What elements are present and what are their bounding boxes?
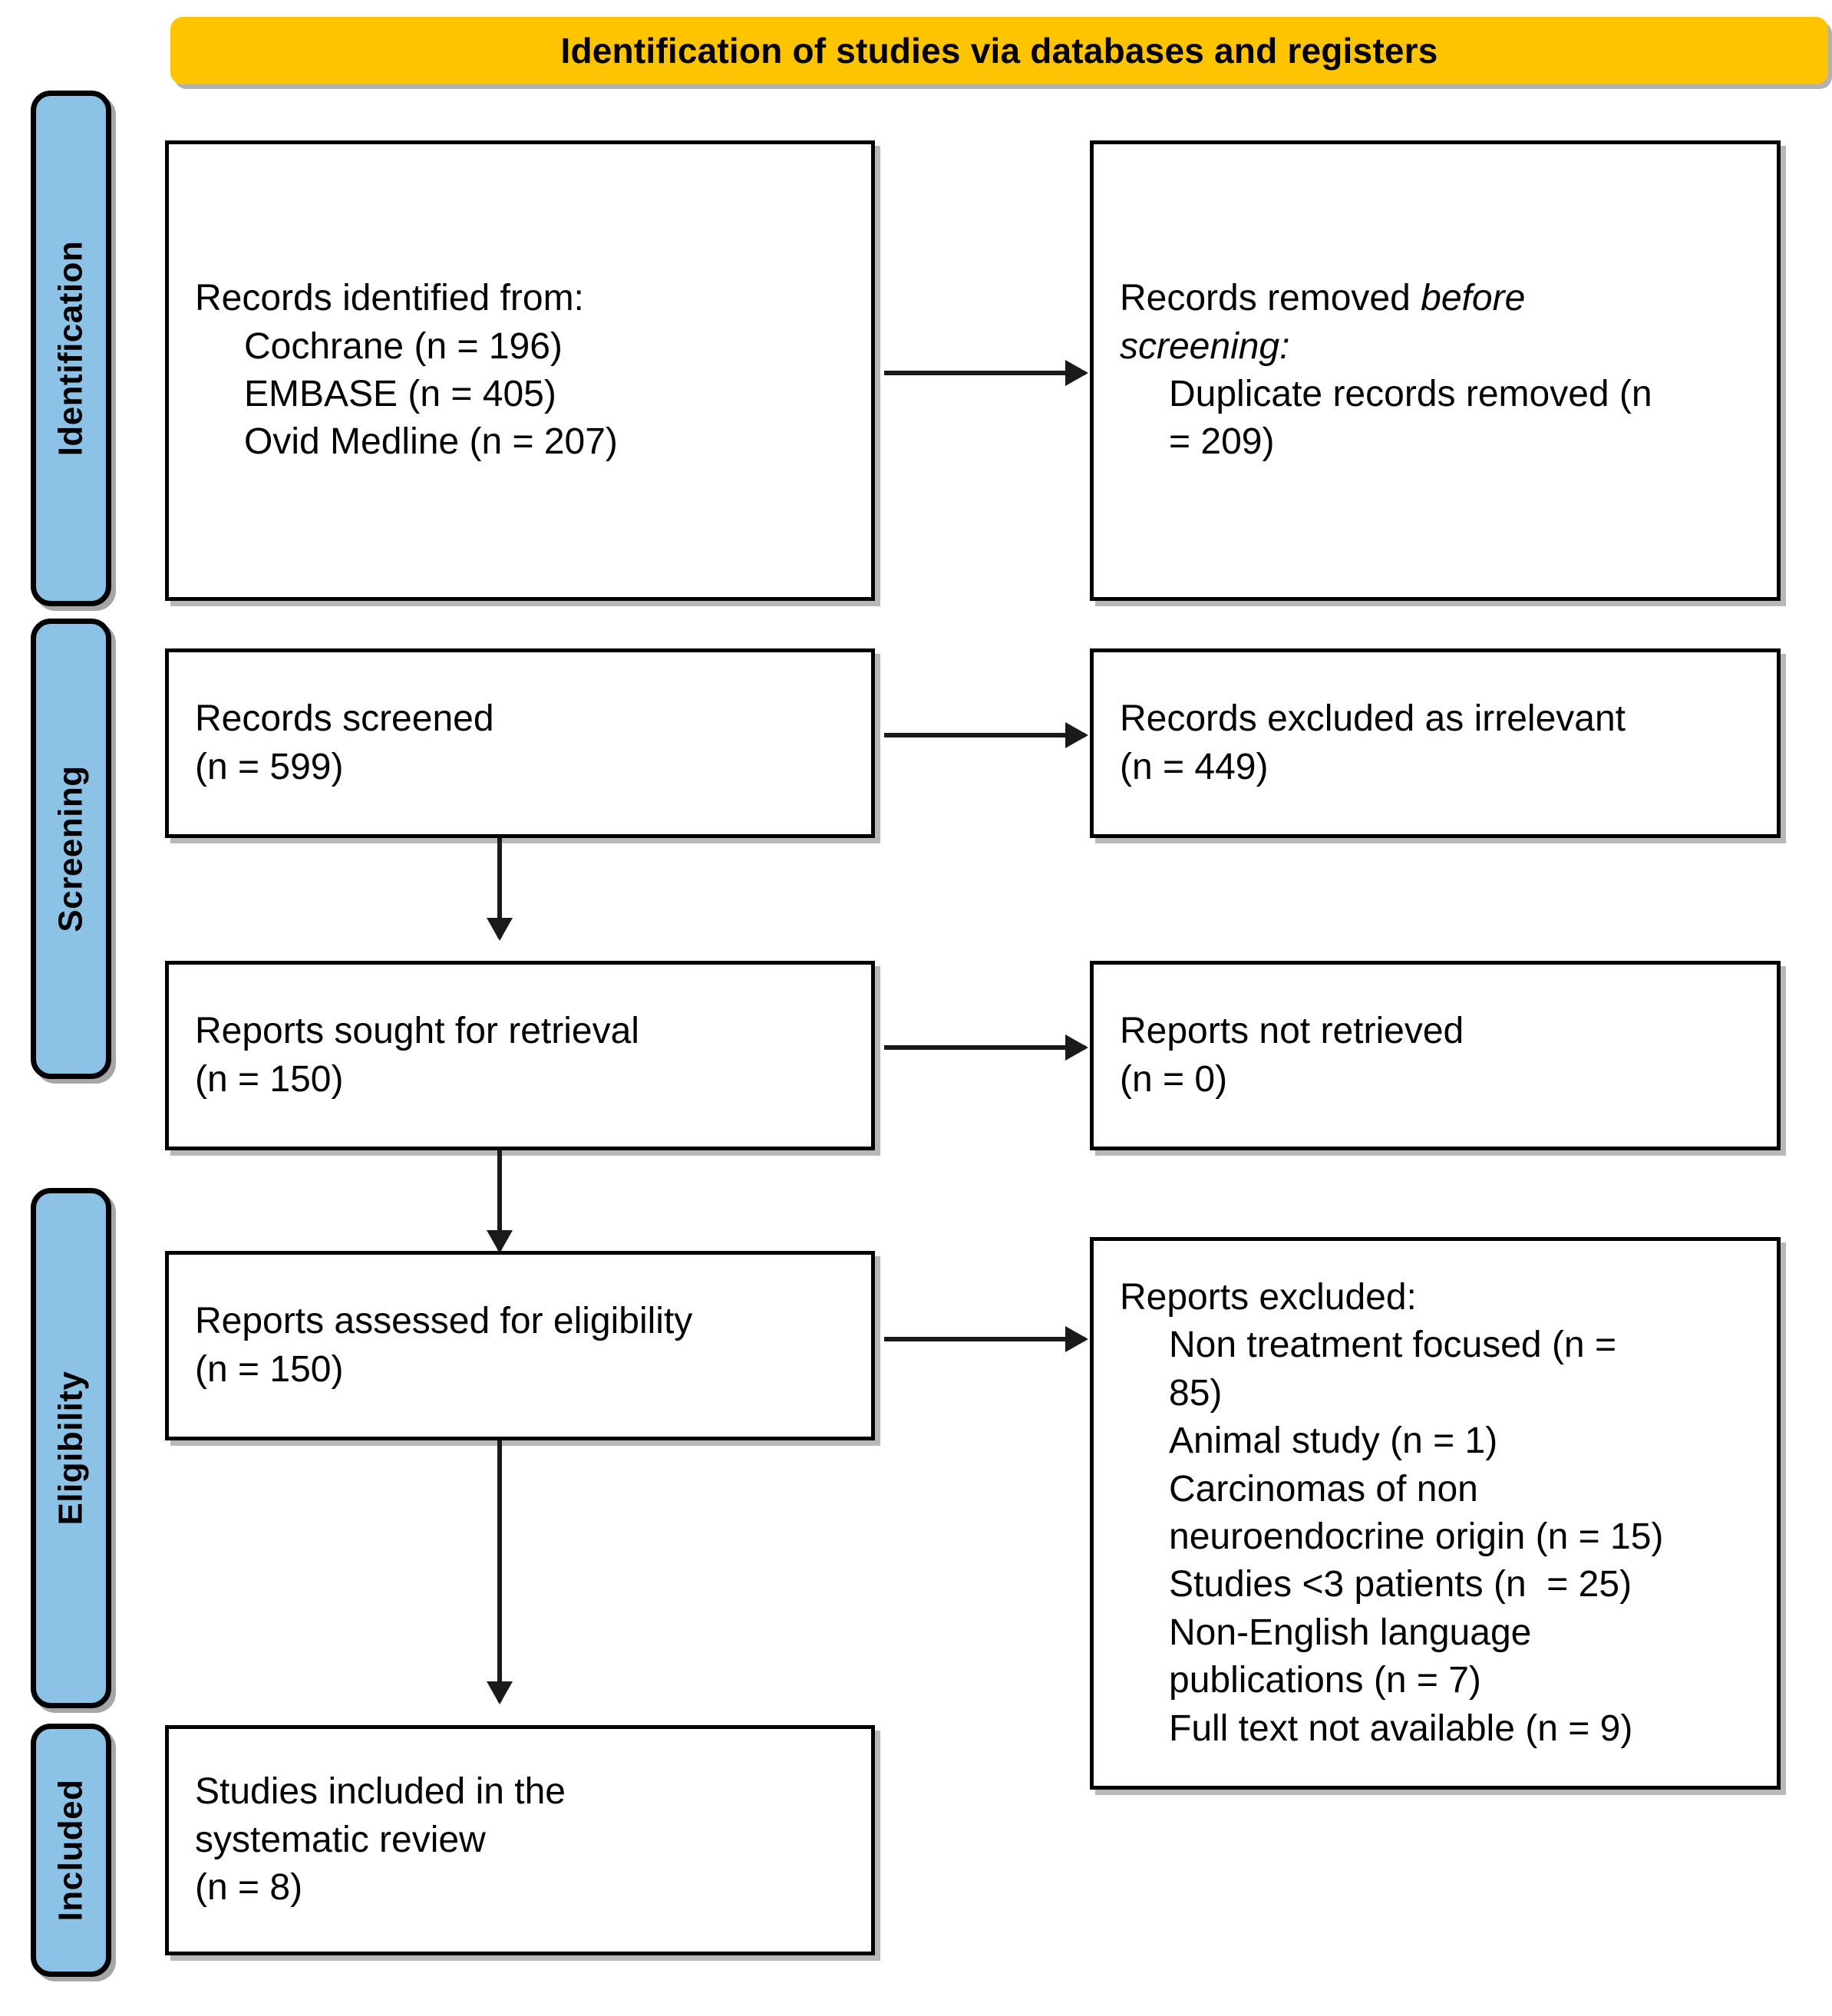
reports-excluded-line-10: Full text not available (n = 9) [1169, 1707, 1633, 1749]
records-excluded-line-2: (n = 449) [1120, 746, 1269, 787]
reports-not-retrieved-line-2: (n = 0) [1120, 1058, 1228, 1100]
box-records-screened: Records screened (n = 599) [165, 648, 875, 838]
stage-label-identification: Identification [51, 240, 90, 457]
stage-block-eligibility: Eligibility [31, 1188, 111, 1708]
arrow-assessed-to-excluded [884, 1337, 1085, 1341]
box-records-identified: Records identified from: Cochrane (n = 1… [165, 140, 875, 601]
box-records-excluded-irrelevant: Records excluded as irrelevant (n = 449) [1090, 648, 1781, 838]
records-identified-line-3: EMBASE (n = 405) [244, 374, 556, 414]
arrow-identified-to-removed [884, 371, 1085, 375]
records-removed-head-normal: Records removed [1120, 278, 1421, 319]
reports-assessed-line-2: (n = 150) [195, 1348, 344, 1390]
diagram-header-banner: Identification of studies via databases … [170, 17, 1828, 84]
records-removed-line-2: screening: [1120, 325, 1290, 367]
studies-included-line-2: systematic review [195, 1819, 486, 1860]
records-identified-line-4: Ovid Medline (n = 207) [244, 421, 618, 463]
reports-excluded-line-3: 85) [1169, 1372, 1223, 1414]
arrow-assessed-to-included [497, 1440, 502, 1701]
reports-excluded-line-6: neuroendocrine origin (n = 15) [1169, 1516, 1664, 1557]
reports-excluded-line-9: publications (n = 7) [1169, 1660, 1481, 1701]
stage-block-identification: Identification [31, 91, 111, 606]
stage-label-eligibility: Eligibility [51, 1371, 90, 1526]
records-identified-line-2: Cochrane (n = 196) [244, 325, 563, 367]
reports-assessed-line-1: Reports assessed for eligibility [195, 1301, 693, 1342]
reports-sought-line-2: (n = 150) [195, 1058, 344, 1100]
studies-included-line-3: (n = 8) [195, 1867, 303, 1909]
reports-excluded-line-1: Reports excluded: [1120, 1277, 1417, 1318]
stage-label-included: Included [51, 1779, 90, 1922]
reports-excluded-line-7: Studies <3 patients (n = 25) [1169, 1564, 1632, 1605]
reports-sought-line-1: Reports sought for retrieval [195, 1011, 639, 1052]
reports-excluded-line-8: Non-English language [1169, 1612, 1532, 1653]
arrow-screened-to-sought [497, 838, 502, 938]
arrow-sought-to-not-retrieved [884, 1045, 1085, 1050]
stage-block-screening: Screening [31, 619, 111, 1079]
records-screened-line-2: (n = 599) [195, 746, 344, 787]
reports-excluded-line-5: Carcinomas of non [1169, 1468, 1478, 1510]
reports-excluded-line-2: Non treatment focused (n = [1169, 1325, 1616, 1366]
box-reports-not-retrieved: Reports not retrieved (n = 0) [1090, 961, 1781, 1150]
arrow-screened-to-excluded [884, 733, 1085, 737]
arrow-sought-to-assessed [497, 1150, 502, 1250]
box-records-removed-before-screening: Records removed before screening: Duplic… [1090, 140, 1781, 601]
diagram-title: Identification of studies via databases … [560, 31, 1438, 71]
stage-block-included: Included [31, 1724, 111, 1977]
records-removed-head-italic: before [1421, 278, 1526, 319]
records-removed-line-1: Records removed before [1120, 275, 1751, 322]
records-removed-line-3: Duplicate records removed (n [1169, 374, 1652, 414]
stage-label-screening: Screening [51, 765, 90, 932]
reports-excluded-line-4: Animal study (n = 1) [1169, 1420, 1498, 1462]
records-identified-line-1: Records identified from: [195, 278, 584, 319]
box-reports-assessed-for-eligibility: Reports assessed for eligibility (n = 15… [165, 1251, 875, 1440]
box-reports-sought-for-retrieval: Reports sought for retrieval (n = 150) [165, 961, 875, 1150]
records-screened-line-1: Records screened [195, 698, 494, 740]
records-removed-line-4: = 209) [1169, 421, 1275, 463]
studies-included-line-1: Studies included in the [195, 1771, 566, 1813]
box-studies-included: Studies included in the systematic revie… [165, 1725, 875, 1955]
records-excluded-line-1: Records excluded as irrelevant [1120, 698, 1626, 740]
reports-not-retrieved-line-1: Reports not retrieved [1120, 1011, 1464, 1052]
box-reports-excluded: Reports excluded: Non treatment focused … [1090, 1237, 1781, 1790]
